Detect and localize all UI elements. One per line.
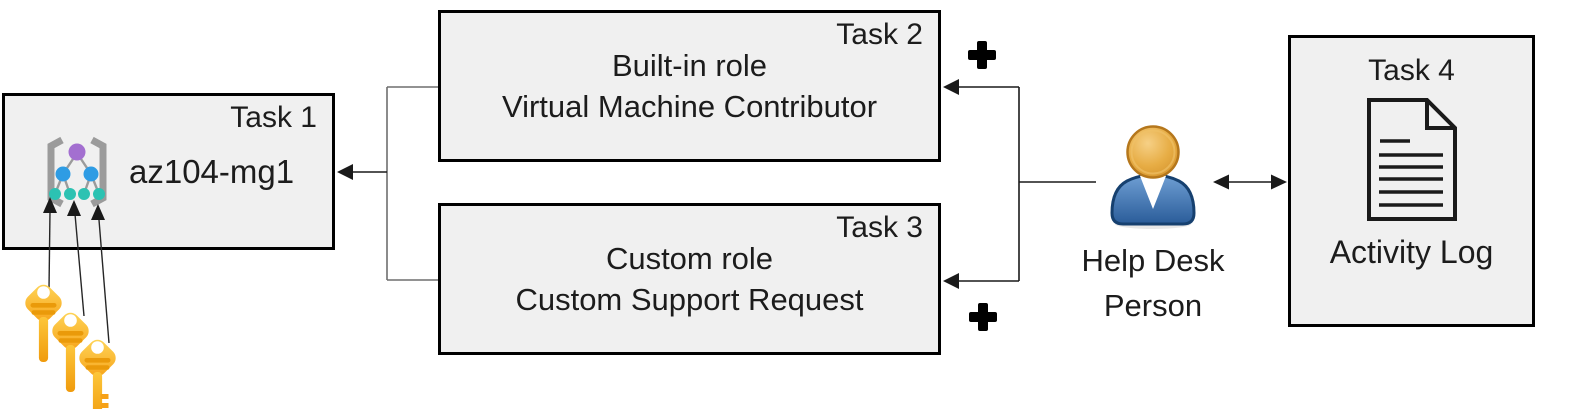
plus-icon-task3: + (969, 303, 997, 331)
task3-tag: Task 3 (836, 211, 923, 244)
task2-role-name: Virtual Machine Contributor (501, 89, 878, 124)
person-icon (1110, 125, 1196, 229)
task4-tag: Task 4 (1368, 54, 1455, 87)
double-arrow-person-task4 (1213, 174, 1287, 190)
arrow-into-task1 (337, 164, 387, 180)
help-desk-person-label: Help Desk Person (1063, 238, 1243, 328)
bracket-tasks-to-task1 (386, 86, 438, 281)
task3-role-name: Custom Support Request (515, 282, 864, 317)
key-icon-3 (79, 339, 116, 409)
help-desk-person (1107, 125, 1199, 229)
task3-role-type: Custom role (605, 241, 774, 276)
actor-label-line2: Person (1103, 288, 1203, 323)
actor-label-line1: Help Desk (1081, 243, 1225, 278)
task1-management-group-box: Task 1 az104-mg1 (2, 93, 335, 250)
document-icon (1366, 98, 1457, 221)
management-group-icon (47, 136, 107, 207)
key-icon-2 (52, 312, 89, 392)
task2-role-type: Built-in role (611, 48, 768, 83)
arrowhead-into-task3 (943, 273, 959, 289)
task4-activity-log-box: Task 4 Activity Log (1288, 35, 1535, 327)
arrowhead-into-task2 (943, 79, 959, 95)
key-icon-1 (25, 284, 62, 362)
task4-caption: Activity Log (1329, 234, 1494, 270)
task2-tag: Task 2 (836, 18, 923, 51)
management-group-name: az104-mg1 (129, 152, 295, 190)
plus-icon-task2: + (968, 41, 996, 69)
task2-builtin-role-box: Task 2 Built-in role Virtual Machine Con… (438, 10, 941, 162)
task3-custom-role-box: Task 3 Custom role Custom Support Reques… (438, 203, 941, 355)
task1-tag: Task 1 (230, 101, 317, 134)
